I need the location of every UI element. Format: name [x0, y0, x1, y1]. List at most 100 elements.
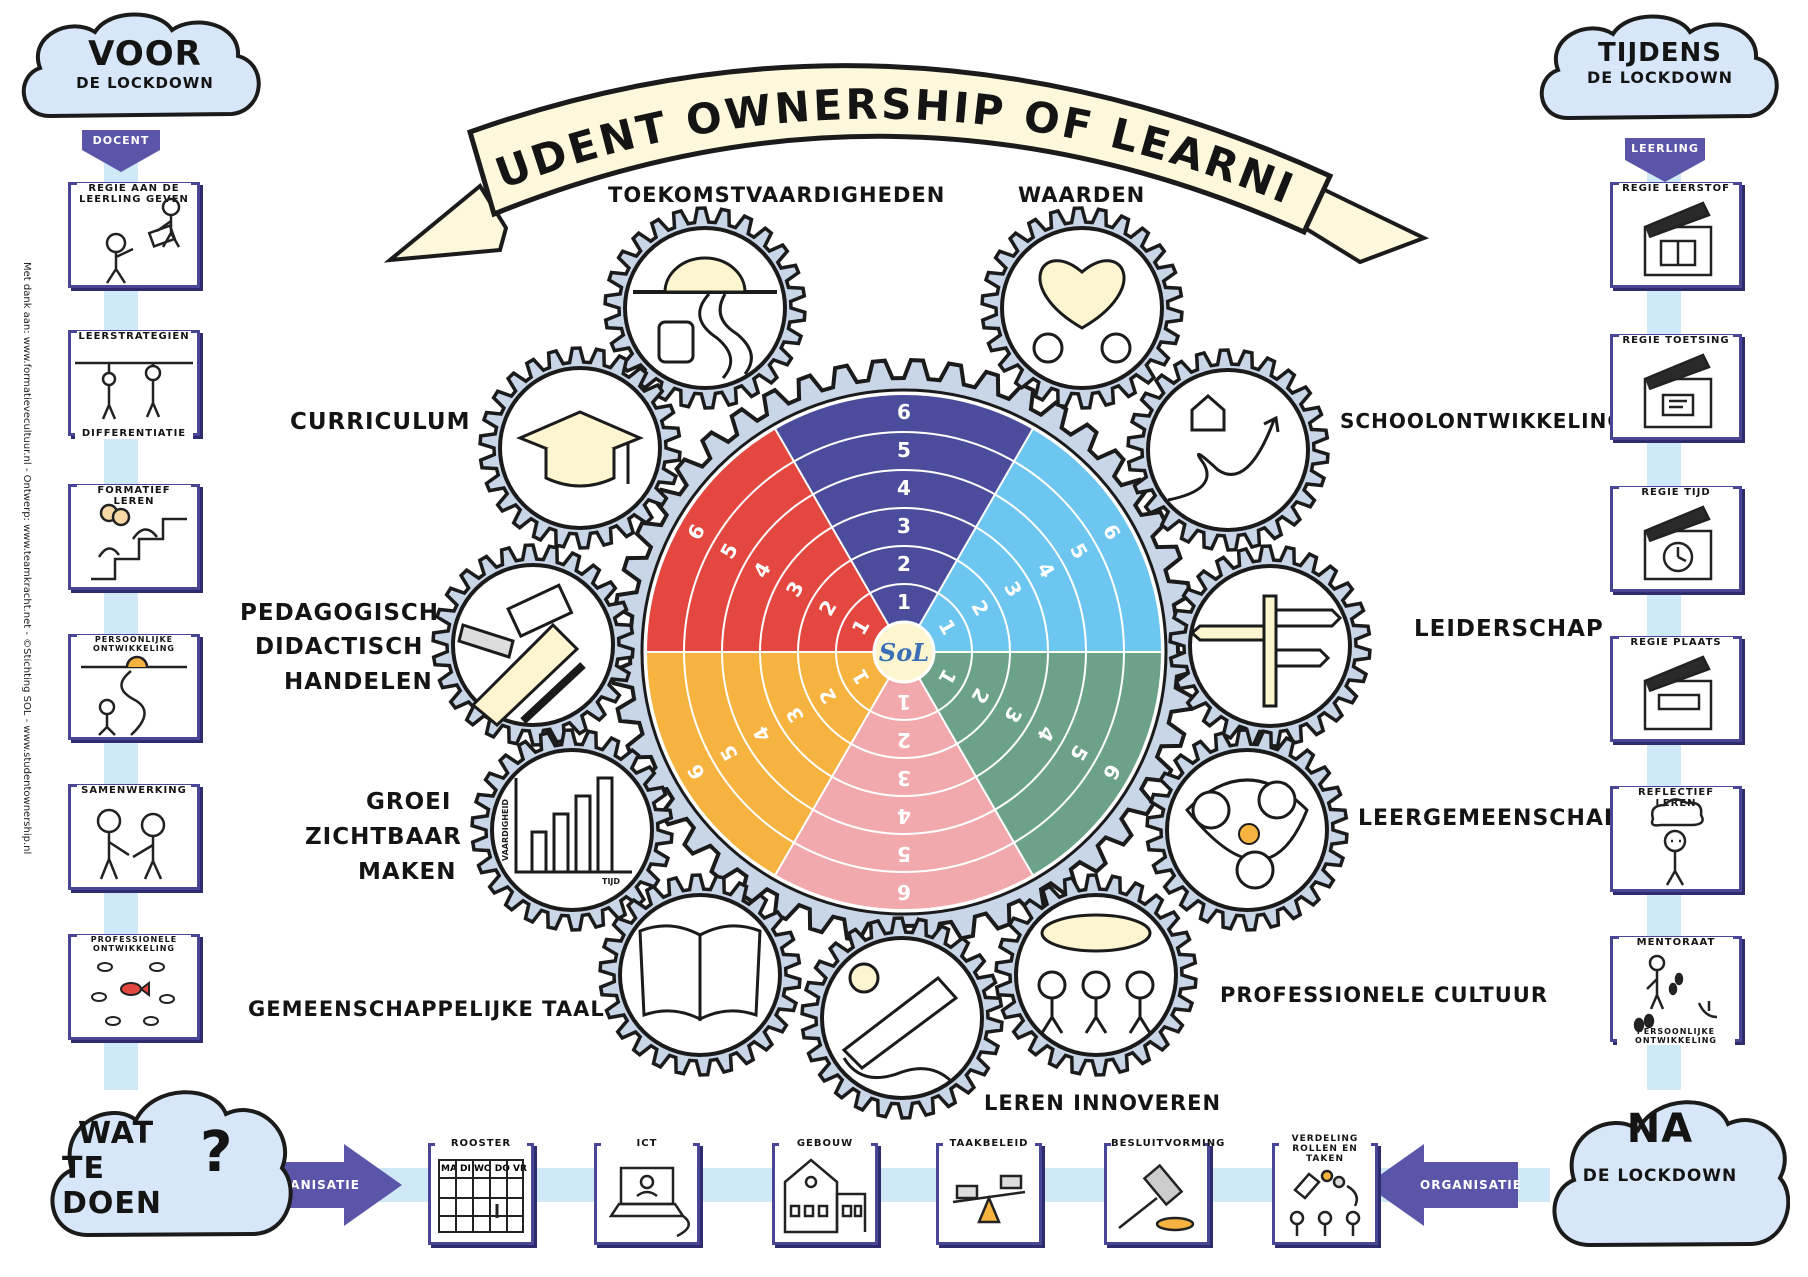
label-groei-1: GROEI — [366, 789, 452, 815]
wheel-spoke — [774, 428, 905, 653]
fish-school-icon — [91, 962, 175, 1026]
card-title: ICT — [601, 1138, 693, 1149]
left-card-4: PERSOONLIJKE ONTWIKKELING — [68, 634, 200, 740]
bottom-card-gebouw: GEBOUW — [772, 1138, 878, 1245]
ring-number: 6 — [897, 400, 911, 424]
leergemeenschap-icon — [1184, 778, 1309, 890]
bottom-card-taakbeleid: TAAKBELEID — [936, 1138, 1042, 1245]
laptop-icon — [608, 1166, 690, 1238]
clapper-test-icon — [1643, 353, 1713, 429]
cloud-wat-te-doen — [50, 1090, 293, 1238]
label-groei-2: ZICHTBAAR — [305, 824, 462, 850]
two-people-icon — [96, 808, 166, 880]
card-title: REFLECTIEF LEREN — [1619, 787, 1733, 809]
clapper-clock-icon — [1643, 505, 1713, 581]
left-card-2: LEERSTRATEGIËN DIFFERENTIATIE — [68, 330, 200, 439]
card-title: MENTORAAT — [1619, 937, 1733, 948]
wat-line2: TE DOEN — [62, 1151, 163, 1221]
left-card-6: PROFESSIONELE ONTWIKKELING — [68, 934, 200, 1040]
card-title: REGIE TIJD — [1619, 487, 1733, 498]
gear-curriculum — [478, 346, 682, 550]
building-icon — [783, 1158, 867, 1234]
wheel-sector — [775, 394, 1033, 652]
cloud-wat-text: WAT TE DOEN — [62, 1116, 212, 1221]
organisatie-right-label: ORGANISATIE — [1420, 1178, 1522, 1192]
ring-number: 6 — [897, 880, 911, 904]
ring-number: 4 — [897, 804, 911, 828]
gear-schoolontwikkeling — [1126, 348, 1330, 552]
right-card-6: MENTORAAT PERSOONLIJKE ONTWIKKELING — [1610, 936, 1742, 1045]
center-logo: SoL — [879, 638, 929, 667]
school-icon — [1167, 394, 1280, 502]
leerling-arrow — [1625, 138, 1705, 182]
card-title: REGIE TOETSING — [1619, 335, 1733, 346]
schedule-icon — [438, 1159, 524, 1233]
ring-number: 5 — [897, 842, 911, 866]
bar-people-icon — [75, 361, 193, 420]
waarden-icon — [1032, 259, 1132, 364]
ring-number: 1 — [897, 690, 911, 714]
na-big: NA — [1626, 1106, 1694, 1152]
label-curriculum: CURRICULUM — [290, 409, 471, 435]
footsteps-icon — [1633, 954, 1718, 1033]
tijdens-small: DE LOCKDOWN — [1586, 68, 1734, 87]
docent-label: DOCENT — [92, 134, 150, 147]
voor-small: DE LOCKDOWN — [76, 74, 214, 92]
question-mark: ? — [200, 1120, 234, 1185]
rooster-days: MA DI WO DO VR — [441, 1164, 527, 1174]
card-title: REGIE LEERSTOF — [1619, 183, 1733, 194]
ring-number: 2 — [897, 728, 911, 752]
right-card-1: REGIE LEERSTOF — [1610, 182, 1742, 288]
clapper-book-icon — [1643, 201, 1713, 277]
cloud-tijdens-text: TIJDENS DE LOCKDOWN — [1560, 38, 1760, 87]
gavel-icon — [1118, 1163, 1195, 1232]
label-toekomst: TOEKOMSTVAARDIGHEDEN — [608, 183, 946, 207]
card-title: REGIE PLAATS — [1619, 637, 1733, 648]
right-card-4: REGIE PLAATS — [1610, 636, 1742, 742]
card-title: VERDELING ROLLEN EN TAKEN — [1279, 1134, 1371, 1164]
na-small: DE LOCKDOWN — [1582, 1166, 1738, 1186]
card-title: BESLUITVORMING — [1111, 1138, 1226, 1149]
label-pedagogisch-1: PEDAGOGISCH — [240, 600, 440, 626]
label-pedagogisch-3: HANDELEN — [284, 669, 433, 695]
tijdens-big: TIJDENS — [1598, 38, 1722, 68]
leerling-label: LEERLING — [1631, 142, 1699, 155]
balance-icon — [952, 1174, 1026, 1224]
bottom-card-besluitvorming: BESLUITVORMING — [1104, 1138, 1224, 1245]
card-title: GEBOUW — [779, 1138, 871, 1149]
leiderschap-icon — [1189, 594, 1343, 708]
label-waarden: WAARDEN — [1018, 183, 1146, 207]
gear-innoveren — [800, 916, 1004, 1120]
label-taal: GEMEENSCHAPPELIJKE TAAL — [248, 997, 605, 1021]
label-leergemeenschap: LEERGEMEENSCHAP — [1358, 806, 1622, 831]
right-card-3: REGIE TIJD — [1610, 486, 1742, 592]
ring-number: 5 — [897, 438, 911, 462]
wheel-spoke — [774, 651, 905, 876]
pedagogisch-icon — [457, 583, 586, 728]
wheel-sector — [904, 652, 1162, 876]
innoveren-icon — [841, 962, 959, 1084]
wheel-spoke — [903, 651, 1034, 876]
ring-number: 4 — [897, 476, 911, 500]
cloud-voor-text: VOOR DE LOCKDOWN — [50, 34, 240, 92]
card-title: TAAKBELEID — [943, 1138, 1035, 1149]
card-title: ROOSTER — [435, 1138, 527, 1149]
ring-number: 2 — [897, 552, 911, 576]
label-schoolontwikkeling: SCHOOLONTWIKKELING — [1340, 409, 1625, 433]
cloud-na-text: NA DE LOCKDOWN — [1560, 1106, 1760, 1186]
clapper-place-icon — [1643, 655, 1713, 731]
cloud-na — [1552, 1100, 1790, 1248]
two-people-handing-icon — [105, 197, 181, 284]
gear-leergemeenschap — [1145, 728, 1349, 932]
bottom-card-ict: ICT — [594, 1138, 700, 1245]
docent-arrow — [82, 130, 160, 172]
gear-pedagogisch — [431, 543, 635, 747]
taal-icon — [638, 924, 762, 1022]
toekomst-icon — [633, 256, 777, 380]
cultuur-icon — [1037, 913, 1155, 1034]
roles-icon — [1289, 1169, 1361, 1236]
wheel-sector — [904, 428, 1162, 652]
left-card-5: SAMENWERKING — [68, 784, 200, 890]
